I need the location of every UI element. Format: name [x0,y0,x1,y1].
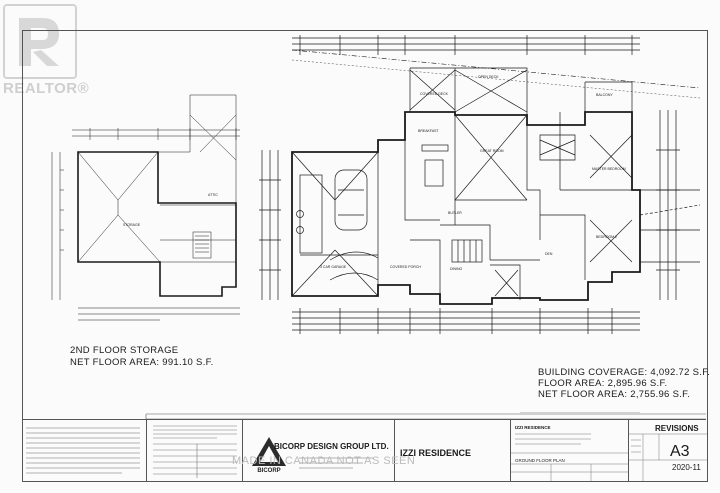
firm-address-lines [299,457,373,469]
drawing-frame [22,30,708,482]
great-room-label: GREAT ROOM [480,149,504,153]
storage-plan-title: 2ND FLOOR STORAGE [70,345,179,356]
project-cell [394,420,511,481]
net-floor-area: NET FLOOR AREA: 2,755.96 S.F. [538,389,691,400]
drawing-title: GROUND FLOOR PLAN [515,458,565,463]
revision-row [145,412,706,420]
title-block: BICORP IZZI RESIDENCE GROUND FLOOR PLAN [22,419,707,481]
storage-label: STORAGE [123,223,141,227]
garage-label: 3 CAR GARAGE [320,265,347,269]
building-coverage: BUILDING COVERAGE: 4,092.72 S.F. [538,367,711,378]
master-bedroom-label: MASTER BEDROOM [592,167,626,171]
center-watermark: MADE IN CANADA NOT AS SEEN [232,455,416,467]
balcony-label: BALCONY [596,93,613,97]
breakfast-label: BREAKFAST [418,129,439,133]
covered-porch-label: COVERED PORCH [390,265,421,269]
notes-cell [22,420,146,481]
project-name: IZZI RESIDENCE [400,448,472,458]
stamp-text-lines [153,425,237,478]
covered-deck-label: COVERED DECK [420,92,449,96]
dining-label: DINING [450,267,463,271]
firm-name: BICORP DESIGN GROUP LTD. [274,442,389,451]
sheet-cell [628,420,707,481]
storage-plan-area: NET FLOOR AREA: 991.10 S.F. [70,357,214,368]
bedroom-2-label: BEDROOM 2 [596,235,617,239]
open-deck-label: OPEN DECK [478,75,499,79]
sheet-number: A3 [670,443,690,460]
ground-floor-plan [291,111,641,305]
attic-label: ATTIC [208,193,218,197]
project-small-label: IZZI RESIDENCE [515,425,551,430]
storage-room-labels: STORAGE ATTIC [123,193,218,227]
ground-floor-room-labels: COVERED DECK OPEN DECK BALCONY BREAKFAST… [320,75,626,271]
realtor-watermark: REALTOR® [3,80,90,97]
bicorp-logo-icon: BICORP [252,437,286,474]
revisions-label: REVISIONS [655,424,699,433]
sheet-cell-grid [629,433,707,481]
sheet-date: 2020-11 [672,463,701,472]
stamp-cell [146,420,243,481]
floor-area: FLOOR AREA: 2,895.96 S.F. [538,378,668,389]
drawing-info-grid [511,433,629,481]
drawing-info-cell: IZZI RESIDENCE GROUND FLOOR PLAN [510,420,629,481]
svg-text:BICORP: BICORP [257,468,280,474]
butler-label: BUTLER [448,211,462,215]
storage-plan [77,151,237,297]
notes-text-lines [26,427,140,474]
den-label: DEN [545,252,553,256]
firm-cell: BICORP [242,420,395,481]
